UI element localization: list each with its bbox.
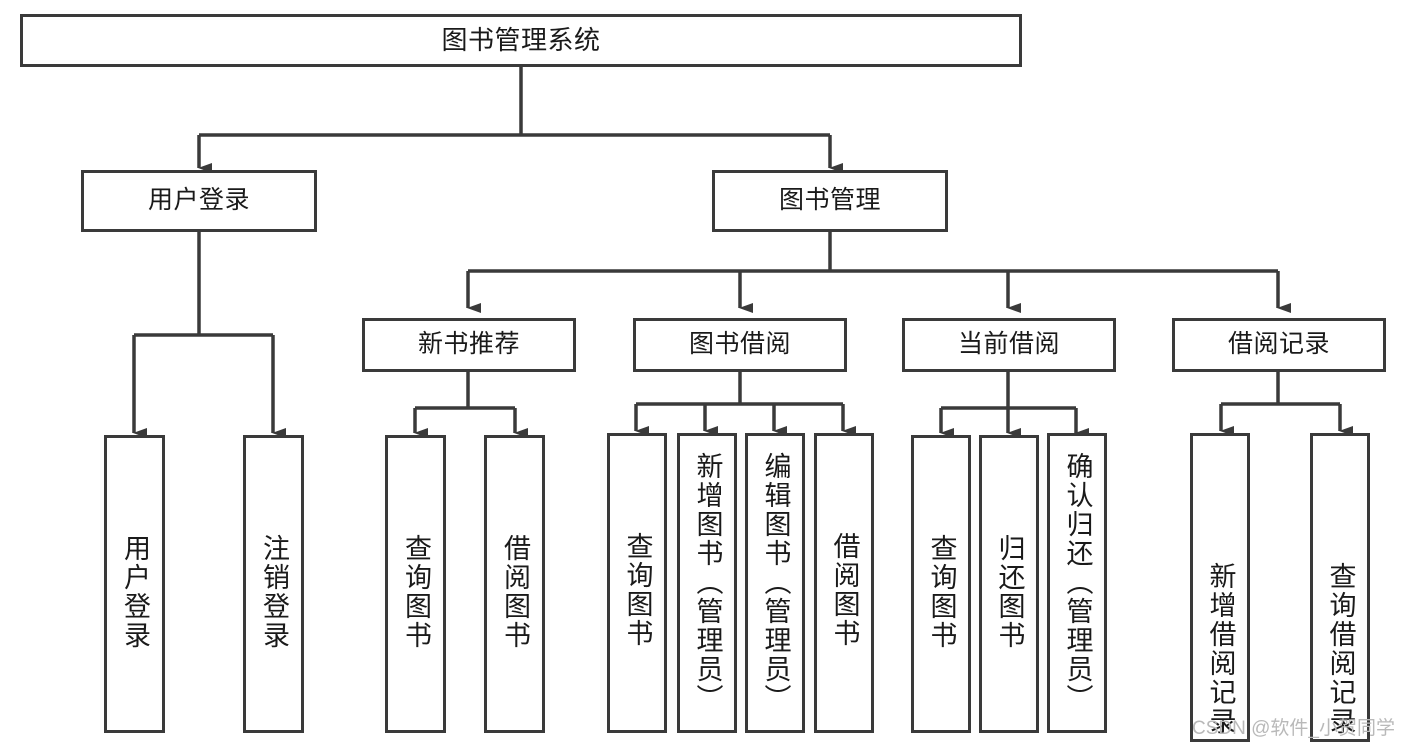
node-leaf-user-logout[interactable]: 注销登录	[243, 435, 304, 733]
node-leaf-query-record-label: 查询借阅记录	[1325, 562, 1356, 736]
node-leaf-query-book-1-label: 查询图书	[401, 534, 431, 650]
node-leaf-user-login[interactable]: 用户登录	[104, 435, 165, 733]
node-new-book-rec-label: 新书推荐	[417, 330, 520, 359]
node-user-login[interactable]: 用户登录	[81, 170, 317, 232]
node-book-borrow-label: 图书借阅	[688, 330, 791, 359]
node-borrow-record-label: 借阅记录	[1227, 330, 1330, 359]
node-leaf-add-book[interactable]: 新增图书（管理员）	[677, 433, 737, 733]
node-leaf-query-book-3[interactable]: 查询图书	[911, 435, 971, 733]
node-leaf-query-record[interactable]: 查询借阅记录	[1310, 433, 1370, 742]
node-leaf-return-book-label: 归还图书	[994, 534, 1025, 650]
node-leaf-add-record-label: 新增借阅记录	[1205, 562, 1236, 736]
node-leaf-confirm-return-label: 确认归还（管理员）	[1062, 452, 1093, 713]
node-leaf-add-record[interactable]: 新增借阅记录	[1190, 433, 1250, 742]
node-leaf-user-logout-label: 注销登录	[259, 534, 289, 650]
node-book-mgmt-label: 图书管理	[778, 186, 881, 215]
node-leaf-edit-book-label: 编辑图书（管理员）	[760, 452, 791, 713]
node-leaf-borrow-book-1-label: 借阅图书	[500, 534, 530, 650]
node-book-mgmt[interactable]: 图书管理	[712, 170, 948, 232]
node-leaf-borrow-book-1[interactable]: 借阅图书	[484, 435, 545, 733]
node-leaf-edit-book[interactable]: 编辑图书（管理员）	[745, 433, 805, 733]
node-leaf-borrow-book-2-label: 借阅图书	[829, 532, 860, 648]
node-leaf-query-book-3-label: 查询图书	[926, 534, 957, 650]
watermark-text: CSDN @软件_小贺同学	[1192, 718, 1395, 739]
node-new-book-rec[interactable]: 新书推荐	[362, 318, 576, 372]
node-leaf-user-login-label: 用户登录	[120, 534, 150, 650]
node-current-borrow[interactable]: 当前借阅	[902, 318, 1116, 372]
node-leaf-borrow-book-2[interactable]: 借阅图书	[814, 433, 874, 733]
node-leaf-query-book-2[interactable]: 查询图书	[607, 433, 667, 733]
node-root[interactable]: 图书管理系统	[20, 14, 1022, 67]
node-book-borrow[interactable]: 图书借阅	[633, 318, 847, 372]
node-leaf-return-book[interactable]: 归还图书	[979, 435, 1039, 733]
node-leaf-confirm-return[interactable]: 确认归还（管理员）	[1047, 433, 1107, 733]
node-user-login-label: 用户登录	[147, 186, 250, 215]
node-leaf-add-book-label: 新增图书（管理员）	[692, 452, 723, 713]
node-leaf-query-book-2-label: 查询图书	[622, 532, 653, 648]
node-root-label: 图书管理系统	[441, 25, 601, 56]
node-leaf-query-book-1[interactable]: 查询图书	[385, 435, 446, 733]
node-current-borrow-label: 当前借阅	[957, 330, 1060, 359]
node-borrow-record[interactable]: 借阅记录	[1172, 318, 1386, 372]
